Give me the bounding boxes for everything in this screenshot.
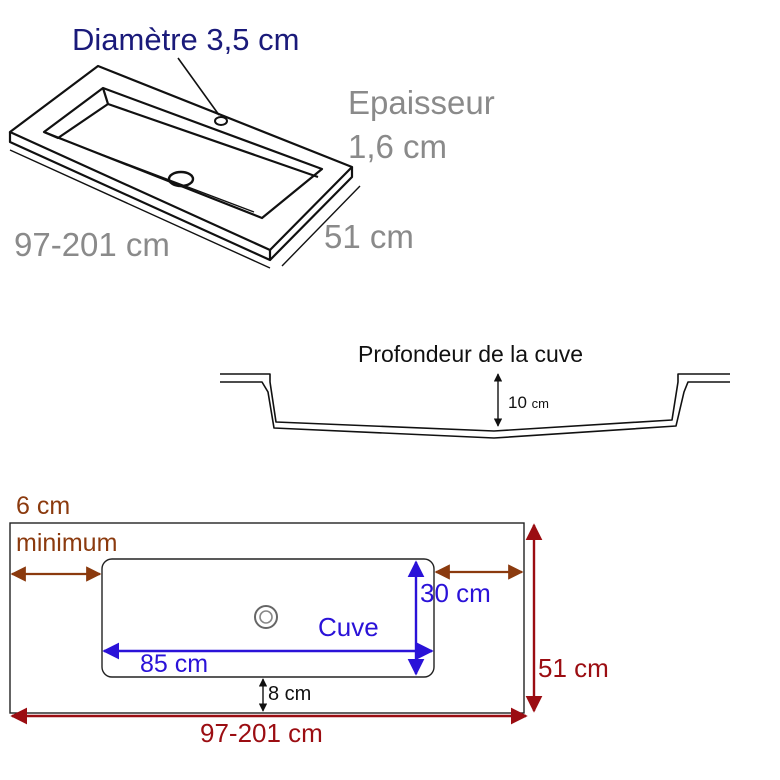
drain-inner-icon xyxy=(259,610,273,624)
drain-icon xyxy=(167,170,195,188)
margin-value-label: 6 cm xyxy=(16,492,71,520)
basin-width-label: 30 cm xyxy=(420,578,491,608)
width-dimension-line xyxy=(281,185,361,267)
section-title: Profondeur de la cuve xyxy=(358,341,584,367)
top-view xyxy=(9,522,543,725)
basin-length-label: 85 cm xyxy=(140,650,209,678)
iso-width-label: 51 cm xyxy=(324,218,414,255)
section-inner-profile xyxy=(220,381,730,439)
total-length-label: 97-201 cm xyxy=(200,718,323,748)
section-outer-profile xyxy=(220,373,730,432)
depth-unit: cm xyxy=(531,396,549,411)
slab-front-edge xyxy=(8,132,272,262)
front-margin-label: 8 cm xyxy=(268,683,312,705)
thickness-value: 1,6 cm xyxy=(348,128,448,165)
basin-name-label: Cuve xyxy=(318,612,379,642)
total-width-label: 51 cm xyxy=(538,653,609,683)
tap-hole-icon xyxy=(214,116,228,126)
hole-diameter-label: Diamètre 3,5 cm xyxy=(72,22,300,57)
margin-note-label: minimum xyxy=(16,529,118,557)
basin-rim xyxy=(42,86,324,220)
length-dimension-line xyxy=(9,149,271,269)
slab-side-edge xyxy=(269,167,354,261)
iso-length-label: 97-201 cm xyxy=(14,226,170,263)
section-view xyxy=(220,373,730,439)
tap-hole-leader xyxy=(177,57,220,116)
isometric-sink xyxy=(8,57,361,269)
drain-outer-icon xyxy=(254,605,278,629)
depth-label: 10 cm xyxy=(508,394,549,411)
thickness-label: Epaisseur xyxy=(348,84,495,121)
basin-inner-front-bottom xyxy=(57,137,255,213)
depth-value: 10 xyxy=(508,393,527,412)
